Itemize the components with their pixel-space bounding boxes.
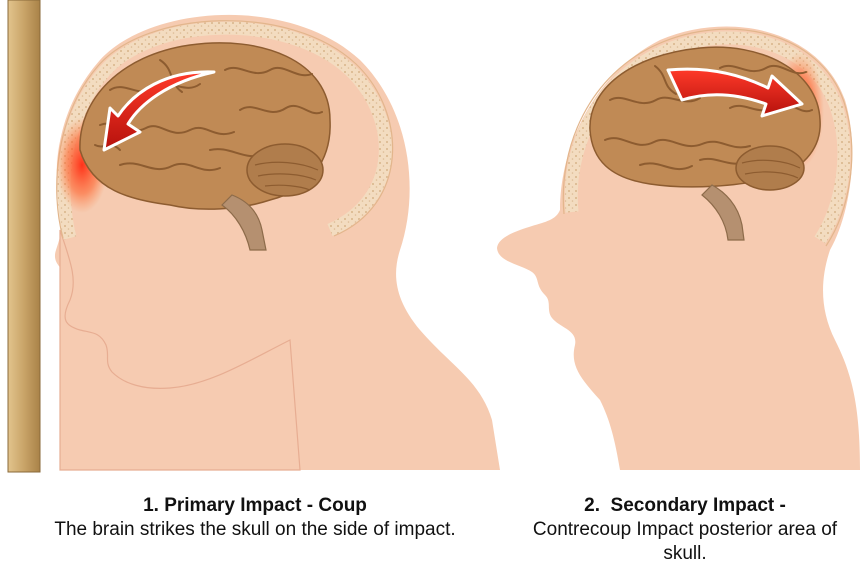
- caption-primary-impact: 1. Primary Impact - Coup The brain strik…: [20, 494, 490, 542]
- caption-primary-body: The brain strikes the skull on the side …: [20, 518, 490, 542]
- caption-secondary-impact: 2. Secondary Impact - Contrecoup Impact …: [520, 494, 850, 566]
- concussion-illustration: [0, 0, 861, 480]
- wall: [8, 0, 40, 472]
- coup-figure: [8, 0, 500, 472]
- contrecoup-cerebellum: [736, 146, 804, 190]
- caption-secondary-body: Contrecoup Impact posterior area of skul…: [520, 518, 850, 566]
- contrecoup-figure: [497, 27, 860, 471]
- caption-secondary-heading: 2. Secondary Impact -: [520, 494, 850, 518]
- caption-primary-heading: 1. Primary Impact - Coup: [20, 494, 490, 518]
- coup-cerebellum: [247, 144, 323, 196]
